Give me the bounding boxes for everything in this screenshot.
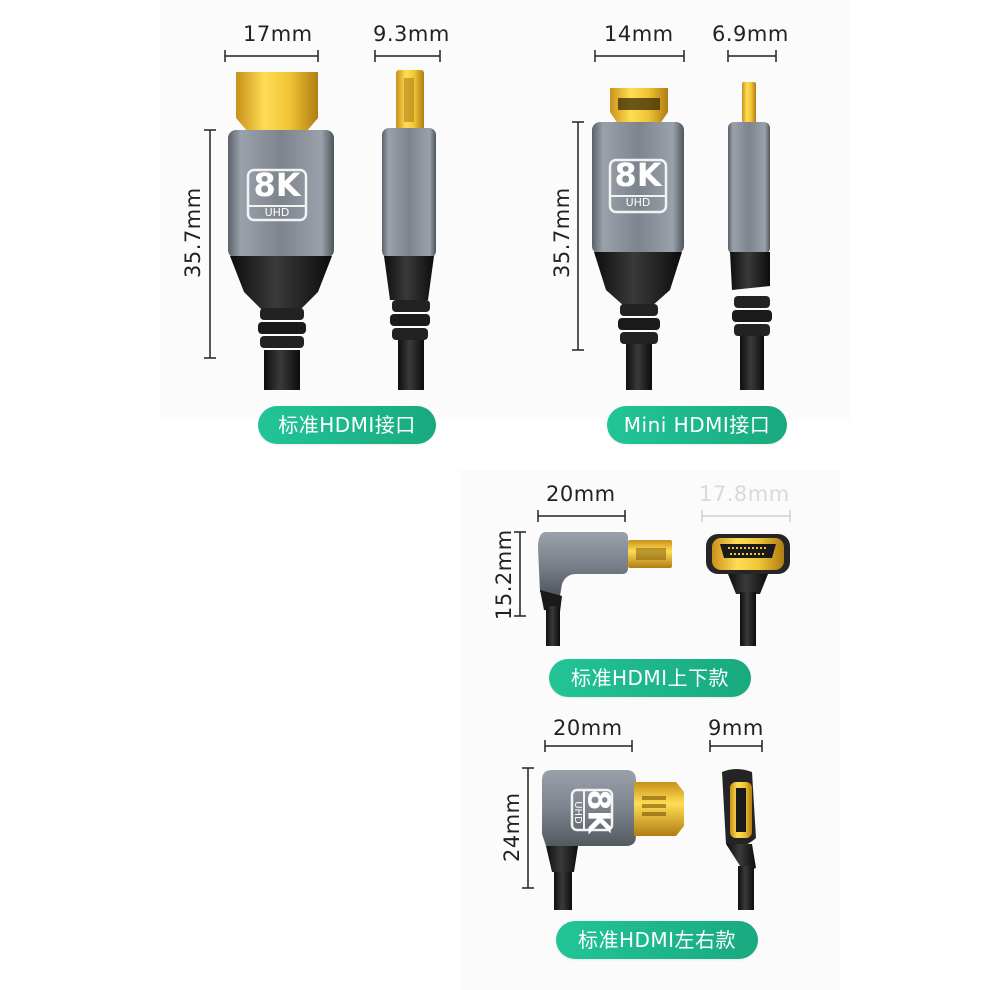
badge-uhd: UHD [569,796,585,828]
badge-8k: 8K [253,166,301,204]
dim-height: 35.7mm [181,187,205,278]
dim-side-width: 9mm [708,716,764,740]
hdmi-standard-connector-icon [204,50,441,390]
updown-angle-connector-icon [514,510,791,646]
label-updown-hdmi: 标准HDMI上下款 [549,659,751,697]
dim-front-width: 20mm [553,716,623,740]
label-standard-hdmi: 标准HDMI接口 [258,406,436,444]
badge-8k: 8K [614,156,662,194]
dim-height: 24mm [500,792,524,862]
dim-front-width: 17mm [243,22,313,46]
badge-uhd: UHD [264,206,290,219]
dim-height: 15.2mm [492,529,516,620]
label-leftright-hdmi: 标准HDMI左右款 [556,921,758,959]
dim-front-width: 14mm [604,22,674,46]
label-mini-hdmi: Mini HDMI接口 [607,406,787,444]
dim-front-width: 20mm [546,482,616,506]
dim-side-width: 6.9mm [712,22,789,46]
badge-uhd: UHD [625,196,651,209]
badge-8k-text: 8K [580,788,616,834]
badge-uhd-text: UHD [571,800,583,824]
dim-height: 35.7mm [550,187,574,278]
dim-side-width: 17.8mm [699,482,790,506]
leftright-angle-connector-icon [522,740,763,910]
dim-side-width: 9.3mm [373,22,450,46]
mini-hdmi-connector-icon [572,50,777,390]
